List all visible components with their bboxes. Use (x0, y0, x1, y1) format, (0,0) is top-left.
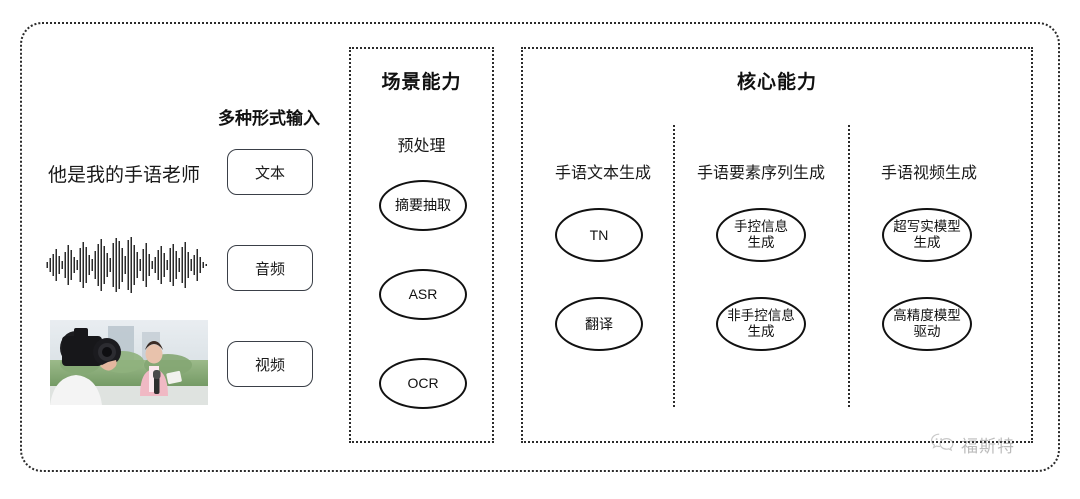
core-column-label-text-generation: 手语文本生成 (554, 165, 651, 182)
core-capability-panel: 核心能力 (521, 47, 1033, 443)
scene-node-ocr-label: OCR (407, 375, 439, 392)
watermark: 福斯特 (930, 432, 1015, 457)
scene-node-summary-label: 摘要抽取 (395, 197, 451, 214)
sample-text-value: 他是我的手语老师 (48, 165, 201, 186)
core-column-label-element-sequence: 手语要素序列生成 (696, 165, 825, 182)
audio-waveform-icon (42, 236, 214, 294)
core-panel-divider-2 (848, 125, 850, 407)
scene-node-ocr[interactable]: OCR (379, 358, 467, 409)
scene-node-summary[interactable]: 摘要抽取 (379, 180, 467, 231)
core-node-high-precision-model[interactable]: 高精度模型 驱动 (882, 297, 972, 351)
modality-label-audio: 音频 (254, 260, 285, 278)
wechat-icon (930, 432, 956, 457)
core-node-non-manual-info-label: 非手控信息 生成 (727, 308, 795, 339)
core-node-tn-label: TN (589, 226, 609, 243)
core-node-photoreal-model-label: 超写实模型 生成 (893, 219, 961, 250)
core-node-tn[interactable]: TN (555, 208, 643, 262)
modality-button-audio[interactable]: 音频 (227, 245, 313, 291)
core-node-manual-info-label: 手控信息 生成 (734, 219, 788, 250)
core-node-non-manual-info[interactable]: 非手控信息 生成 (716, 297, 806, 351)
scene-node-asr-label: ASR (408, 286, 438, 303)
watermark-text: 福斯特 (961, 437, 1015, 456)
core-node-translation-label: 翻译 (585, 315, 613, 332)
scene-node-asr[interactable]: ASR (379, 269, 467, 320)
core-column-label-video-generation: 手语视频生成 (880, 165, 977, 182)
core-node-manual-info[interactable]: 手控信息 生成 (716, 208, 806, 262)
core-node-translation[interactable]: 翻译 (555, 297, 643, 351)
core-panel-divider-1 (673, 125, 675, 407)
core-capability-title: 核心能力 (736, 72, 817, 93)
scene-capability-title: 场景能力 (381, 72, 462, 93)
video-thumbnail-icon (50, 320, 208, 405)
modality-label-video: 视频 (254, 356, 285, 374)
input-section-heading: 多种形式输入 (218, 109, 320, 128)
scene-capability-panel: 场景能力 预处理 (349, 47, 494, 443)
modality-button-video[interactable]: 视频 (227, 341, 313, 387)
outer-frame (20, 22, 1060, 472)
core-node-high-precision-model-label: 高精度模型 驱动 (893, 308, 961, 339)
scene-group-label: 预处理 (397, 138, 446, 155)
modality-label-text: 文本 (254, 164, 285, 182)
modality-button-text[interactable]: 文本 (227, 149, 313, 195)
core-node-photoreal-model[interactable]: 超写实模型 生成 (882, 208, 972, 262)
